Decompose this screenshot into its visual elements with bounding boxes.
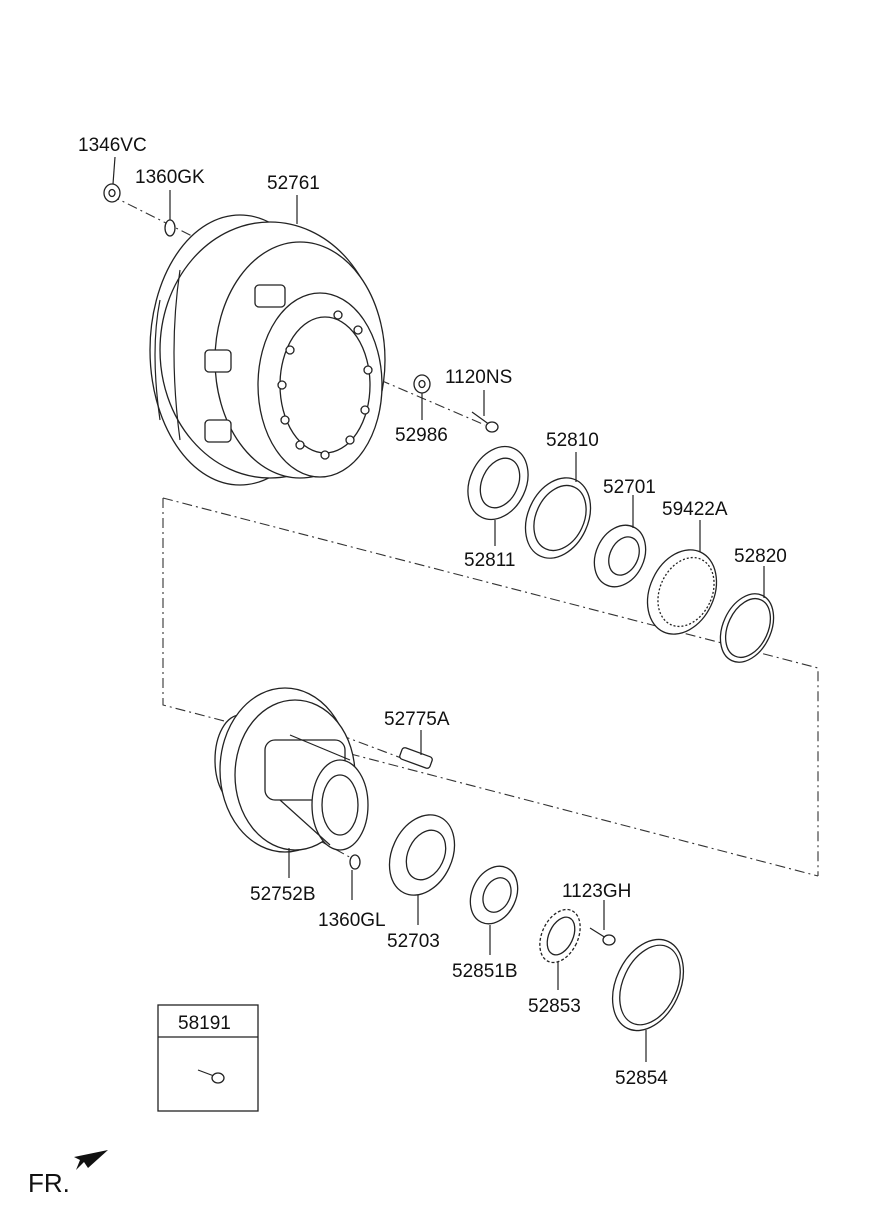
label-52703: 52703 [387,931,440,952]
inset-box-58191: 58191 [157,1004,259,1112]
brake-drum-52761 [149,214,386,486]
nut-52986 [413,374,431,394]
front-direction-indicator: FR. [28,1150,108,1198]
label-59422A: 59422A [662,499,728,520]
hub-cap-52854 [611,938,685,1032]
label-52811: 52811 [464,550,515,571]
label-52761: 52761 [267,173,320,194]
label-52752B: 52752B [250,884,316,905]
tone-ring-59422A [646,549,718,635]
part-labels: 1346VC 1360GK 52761 1120NS 52986 52810 5… [78,135,787,1089]
label-1360GK: 1360GK [135,167,205,188]
seal-52811 [467,445,529,521]
bearing-race-52810 [524,477,592,559]
bolt-1120NS [471,411,499,433]
label-52820: 52820 [734,546,787,567]
seal-52703 [388,814,456,896]
label-52810: 52810 [546,430,599,451]
label-1120NS: 1120NS [445,367,512,388]
front-label: FR. [28,1168,70,1198]
bearing-52851B [469,865,519,925]
washer-1360GK [164,219,176,237]
label-52851B: 52851B [452,961,518,982]
leader-lines [112,156,765,1062]
label-52854: 52854 [615,1068,668,1089]
label-52853: 52853 [528,996,581,1017]
bearing-52701 [593,524,647,588]
nut-1346VC [103,183,121,203]
lock-washer-52853 [539,908,581,964]
label-52701: 52701 [603,477,656,498]
label-1123GH: 1123GH [562,881,631,902]
label-52986: 52986 [395,425,448,446]
wheel-hub-52752B [214,687,369,853]
retaining-ring-52820 [719,593,775,663]
bolt-1123GH [589,927,616,946]
label-58191: 58191 [178,1013,231,1034]
label-1346VC: 1346VC [78,135,147,156]
washer-1360GL [349,854,361,870]
label-1360GL: 1360GL [318,910,386,931]
label-52775A: 52775A [384,709,450,730]
arrow-icon [74,1150,108,1170]
wheel-stud-52775A [399,747,433,769]
